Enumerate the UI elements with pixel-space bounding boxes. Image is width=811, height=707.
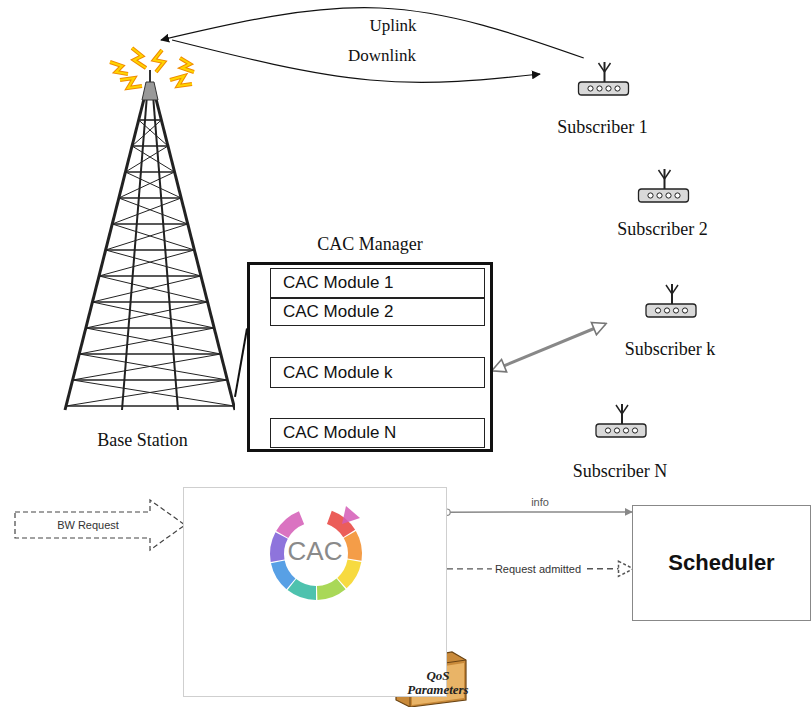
tower-icon (50, 40, 235, 455)
edge-label: Downlink (345, 46, 419, 66)
node-text: Subscriber k (625, 339, 715, 360)
node-text: Base Station (97, 430, 188, 451)
subscriber-node: Subscriber k (605, 280, 735, 360)
cac-module-box: CAC Module 2 (270, 298, 485, 326)
node-text: CAC Module N (283, 423, 396, 443)
connector (447, 511, 632, 513)
cac-module-box: CAC Module N (270, 418, 485, 448)
connector (493, 324, 605, 370)
edge-label: Uplink (366, 16, 419, 36)
cac-module-box: CAC Module k (270, 357, 485, 388)
node-text: CAC (288, 536, 343, 567)
node-text: Subscriber 1 (557, 117, 647, 138)
cac-module-box: CAC Module 1 (270, 268, 485, 298)
base-station: Base Station (50, 40, 235, 455)
request-label: BW Request (57, 519, 119, 531)
edge-label: info (528, 496, 552, 508)
cac-box: CAC (183, 487, 447, 697)
book-label: QoS Parameters (402, 669, 474, 698)
node-text: Scheduler (668, 550, 774, 576)
swirl-icon (184, 488, 448, 698)
subscriber-node: Subscriber 2 (600, 165, 725, 240)
connector (235, 329, 247, 397)
node-text: CAC Module 2 (283, 302, 394, 322)
node-text: Subscriber 2 (617, 219, 707, 240)
edge-label: Request admitted (492, 563, 584, 575)
connector (172, 40, 540, 82)
request-arrow (15, 500, 185, 550)
node-text: CAC Module 1 (283, 273, 394, 293)
subscriber-node: Subscriber 1 (540, 58, 665, 138)
node-text: Subscriber N (573, 461, 667, 482)
subscriber-node: Subscriber N (555, 400, 685, 482)
scheduler-box: Scheduler (632, 505, 811, 621)
node-text: CAC Manager (317, 234, 422, 255)
cac-manager: CAC ManagerCAC Module 1 CAC Module 2 CAC M… (247, 228, 493, 452)
node-text: CAC Module k (283, 363, 393, 383)
